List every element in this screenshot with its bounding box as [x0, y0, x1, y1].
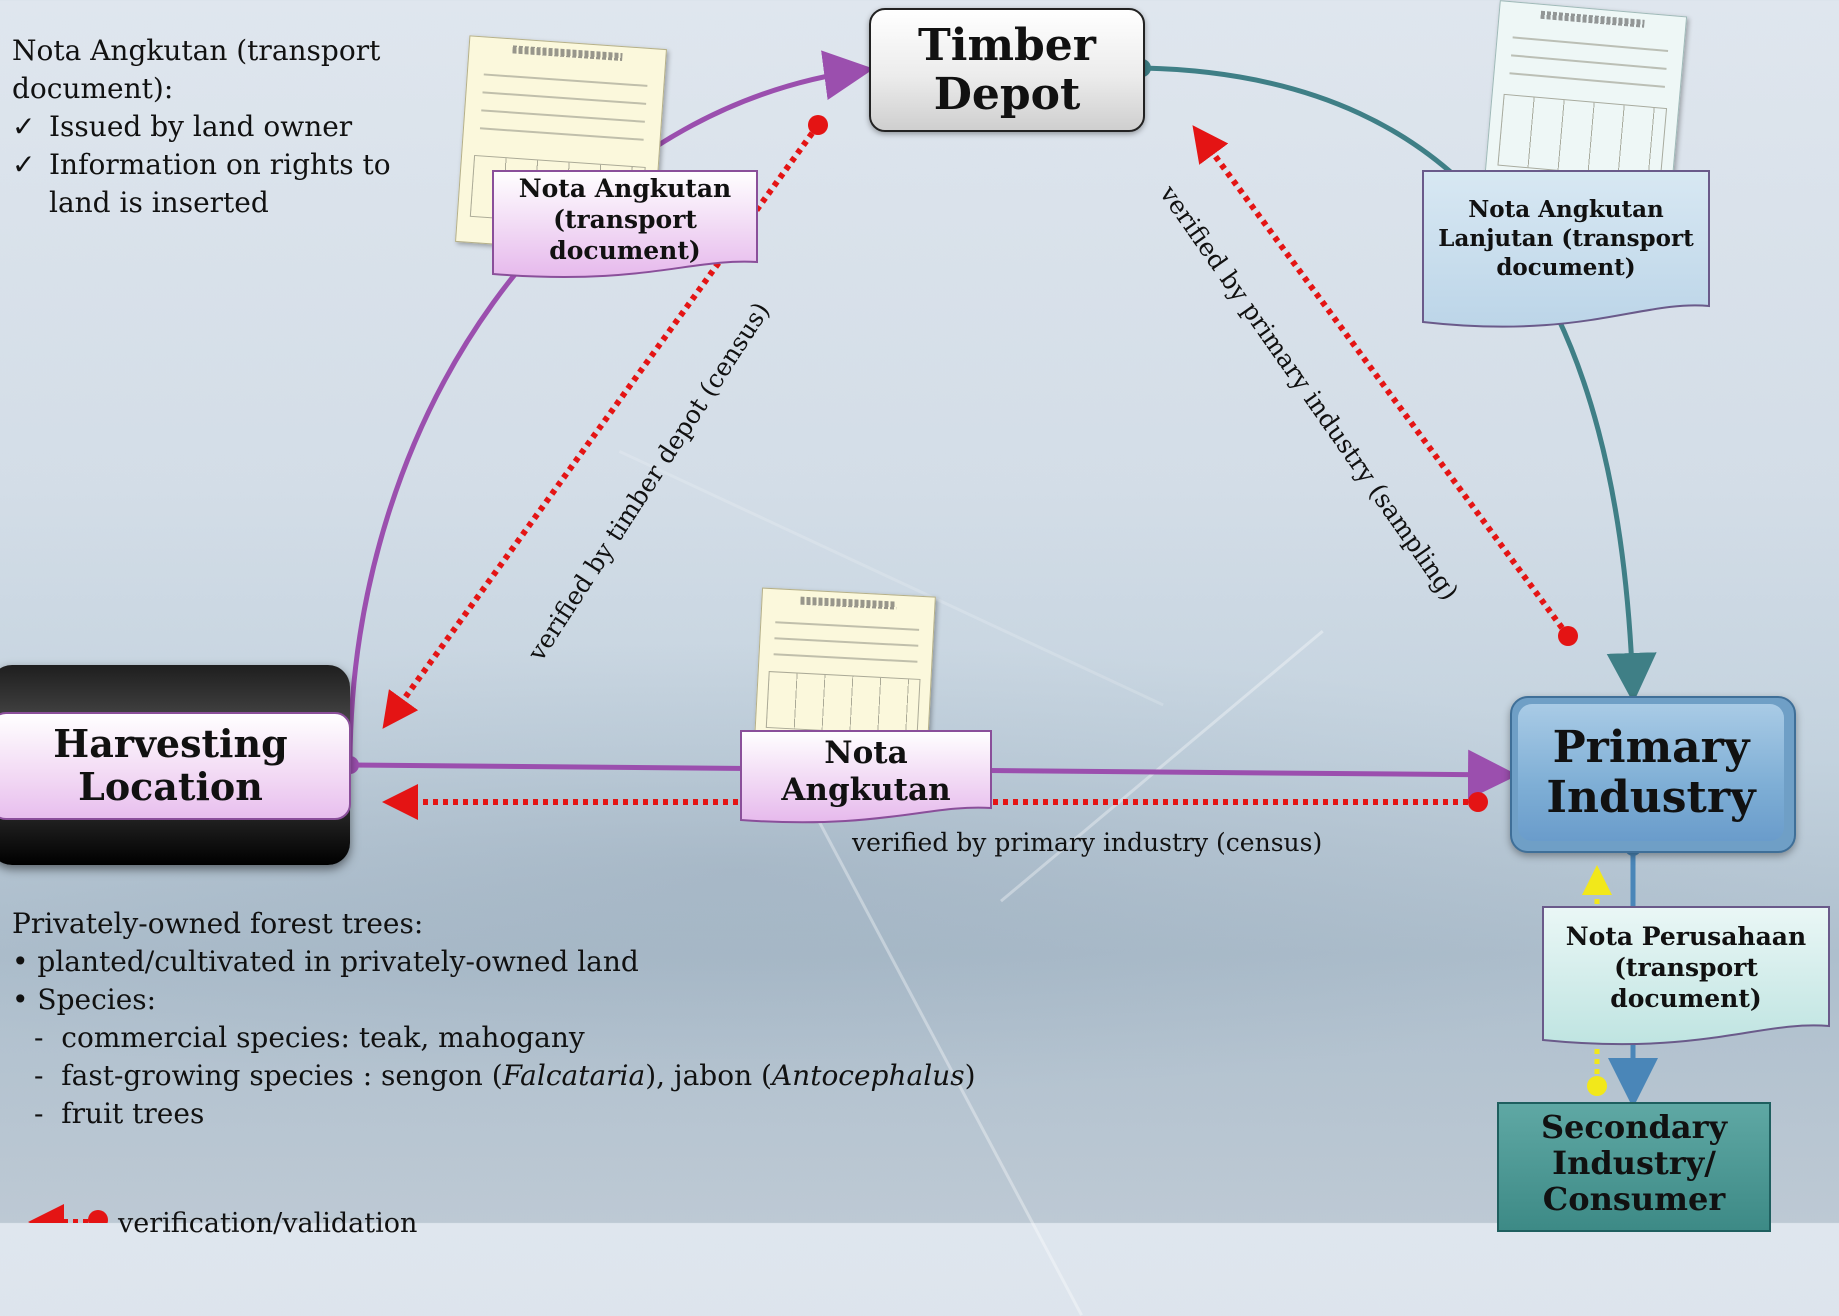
dash-icon: - — [34, 1021, 44, 1054]
dash-icon: - — [34, 1059, 44, 1092]
note-bullet: • planted/cultivated in privately-owned … — [12, 943, 1012, 981]
note-heading: Privately-owned forest trees: — [12, 907, 424, 940]
verification-origin-dot — [808, 115, 828, 135]
document-thumbnail — [754, 587, 936, 749]
note-item: ✓ Issued by land owner — [12, 108, 412, 146]
note-sub-text: fruit trees — [61, 1097, 205, 1130]
note-nota-angkutan: Nota Angkutan (transport document): ✓ Is… — [12, 32, 412, 222]
note-privately-owned-trees: Privately-owned forest trees: • planted/… — [12, 905, 1012, 1133]
dash-icon: - — [34, 1097, 44, 1130]
note-sub-item: - fruit trees — [12, 1095, 1012, 1133]
bullet-icon: • — [12, 945, 29, 978]
note-bullet-text: planted/cultivated in privately-owned la… — [37, 945, 639, 978]
note-sub-text: ) — [964, 1059, 976, 1092]
species-falcataria: Falcataria — [502, 1059, 646, 1092]
doc-nota-angkutan-top: Nota Angkutan (transport document) — [492, 170, 758, 286]
note-bullet: • Species: — [12, 981, 1012, 1019]
verification-origin-dot — [1587, 1076, 1607, 1096]
note-sub-text: commercial species: teak, mahogany — [61, 1021, 585, 1054]
flow-harvest-to-depot — [347, 50, 874, 766]
doc-label: Nota Angkutan — [781, 735, 951, 808]
label-verified-primary-census: verified by primary industry (census) — [852, 828, 1323, 857]
doc-label: Nota Perusahaan (transport document) — [1565, 921, 1807, 1013]
doc-label: Nota Angkutan (transport document) — [518, 173, 732, 265]
node-secondary-industry: Secondary Industry/ Consumer — [1497, 1102, 1771, 1232]
note-item-text: Issued by land owner — [49, 110, 353, 143]
verification-origin-dot — [1468, 792, 1488, 812]
verification-primary-to-depot — [1192, 125, 1571, 638]
legend-dot — [88, 1210, 108, 1223]
bullet-icon: • — [12, 983, 29, 1016]
document-thumbnail — [1484, 0, 1688, 188]
note-item-text: Information on rights to land is inserte… — [49, 148, 391, 219]
doc-label: Nota Angkutan Lanjutan (transport docume… — [1438, 195, 1694, 281]
note-sub-item: - commercial species: teak, mahogany — [12, 1019, 1012, 1057]
note-sub-text: fast-growing species : sengon ( — [61, 1059, 503, 1092]
legend-label: verification/validation — [118, 1208, 418, 1239]
doc-nota-perusahaan: Nota Perusahaan (transport document) — [1542, 906, 1830, 1056]
doc-nota-angkutan-bottom: Nota Angkutan — [740, 730, 992, 830]
note-bullet-text: Species: — [37, 983, 157, 1016]
doc-nota-angkutan-lanjutan: Nota Angkutan Lanjutan (transport docume… — [1422, 170, 1710, 340]
note-item: ✓ Information on rights to land is inser… — [12, 146, 412, 222]
check-icon: ✓ — [12, 110, 36, 143]
node-timber-depot: Timber Depot — [869, 8, 1145, 132]
note-sub-text: ), jabon ( — [645, 1059, 772, 1092]
check-icon: ✓ — [12, 148, 36, 181]
verification-origin-dot — [1558, 626, 1578, 646]
species-antocephalus: Antocephalus — [771, 1059, 965, 1092]
note-sub-item: - fast-growing species : sengon (Falcata… — [12, 1057, 1012, 1095]
node-harvesting-location: Harvesting Location — [0, 712, 351, 820]
note-heading: Nota Angkutan (transport document): — [12, 34, 381, 105]
node-primary-industry: Primary Industry — [1518, 704, 1784, 841]
